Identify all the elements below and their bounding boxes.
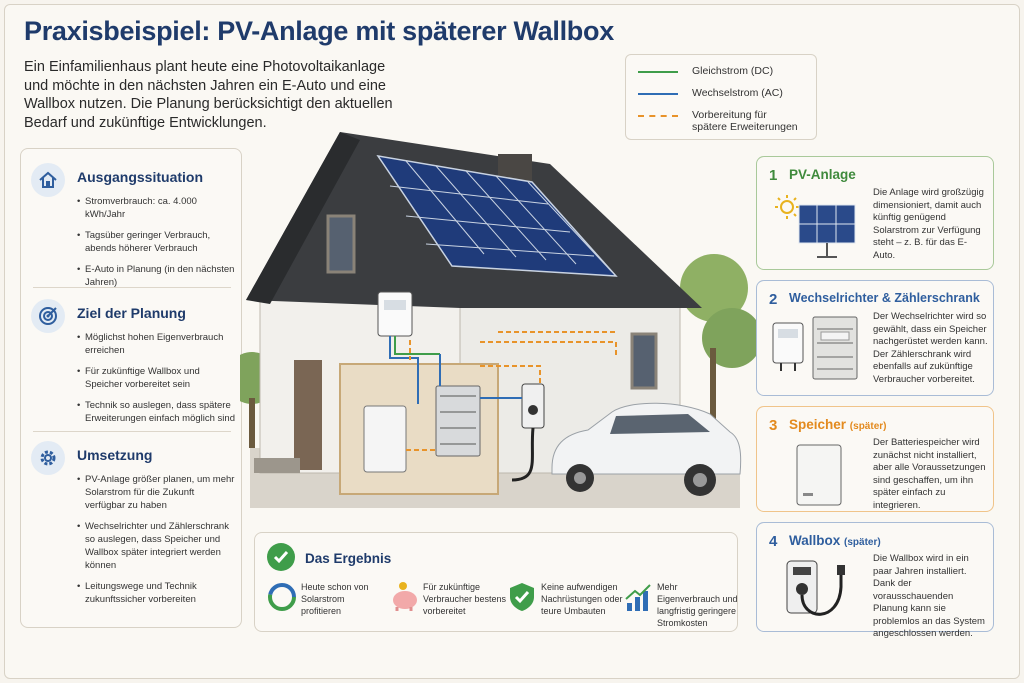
- card-speicher: 3 Speicher (später) Der Batteriespeicher…: [756, 406, 994, 512]
- bar-chart-icon: [623, 581, 653, 613]
- battery-storage: [363, 405, 407, 473]
- card-title: PV-Anlage: [789, 167, 856, 182]
- list-item: Leitungswege und Technik zukunftssicher …: [77, 580, 237, 606]
- door: [294, 360, 322, 470]
- prep-line-swatch: [638, 115, 678, 117]
- result-item: Keine aufwendigen Nachrüstungen oder teu…: [501, 577, 623, 625]
- result-item-text: Mehr Eigenverbrauch und langfristig geri…: [657, 582, 738, 628]
- result-item: Für zukünftige Verbraucher bestens vorbe…: [383, 577, 506, 625]
- legend-prep: Vorbereitung für spätere Erweiterungen: [638, 109, 802, 133]
- window-side: [630, 332, 658, 390]
- pie-icon: [267, 581, 297, 613]
- electric-car: [551, 402, 742, 496]
- legend-ac: Wechselstrom (AC): [638, 87, 783, 99]
- piggy-bank-icon: [389, 581, 419, 613]
- solar-panel-icon: [769, 191, 867, 261]
- intro-text: Ein Einfamilienhaus plant heute eine Pho…: [24, 59, 393, 131]
- inverter-cabinet-icon: [769, 315, 867, 385]
- legend-ac-label: Wechselstrom (AC): [692, 87, 783, 99]
- card-title-suffix: (später): [844, 537, 881, 548]
- wallbox: [511, 383, 545, 482]
- card-wechselrichter: 2 Wechselrichter & Zählerschrank Der Wec…: [756, 280, 994, 396]
- prep-cable: [406, 331, 617, 451]
- meter-cabinet: [435, 385, 481, 457]
- card-number: 4: [769, 533, 778, 550]
- section-list: Stromverbrauch: ca. 4.000 kWh/Jahr Tagsü…: [77, 195, 237, 297]
- card-title: Speicher (später): [789, 417, 886, 432]
- result-box: Das Ergebnis Heute schon von Solarstrom …: [254, 532, 738, 632]
- dc-cable: [394, 336, 440, 355]
- card-title: Wallbox (später): [789, 533, 881, 548]
- result-item-text: Für zukünftige Verbraucher bestens vorbe…: [423, 582, 507, 616]
- result-item: Mehr Eigenverbrauch und langfristig geri…: [617, 577, 738, 628]
- solar-panels: [376, 154, 618, 277]
- legend-dc-label: Gleichstrom (DC): [692, 65, 774, 77]
- legend: Gleichstrom (DC) Wechselstrom (AC) Vorbe…: [625, 54, 817, 140]
- card-title-suffix: (später): [849, 421, 887, 432]
- card-number: 3: [769, 417, 778, 434]
- house-scene: [226, 128, 762, 528]
- list-item: E-Auto in Planung (in den nächsten Jahre…: [77, 263, 237, 289]
- legend-prep-label: Vorbereitung für spätere Erweiterungen: [692, 109, 798, 133]
- left-panel: Ausgangssituation Stromverbrauch: ca. 4.…: [20, 148, 242, 628]
- list-item: Technik so auslegen, dass spätere Erweit…: [77, 399, 237, 425]
- ac-line-swatch: [638, 93, 678, 95]
- section-list: Möglichst hohen Eigenverbrauch erreichen…: [77, 331, 237, 433]
- inverter: [377, 291, 413, 337]
- list-item: Möglichst hohen Eigenverbrauch erreichen: [77, 331, 237, 357]
- battery-icon: [769, 441, 867, 511]
- list-item: Für zukünftige Wallbox und Speicher vorb…: [77, 365, 237, 391]
- gear-icon: [31, 441, 65, 475]
- section-title: Umsetzung: [77, 447, 153, 463]
- check-icon: [267, 543, 295, 571]
- card-description: Der Wechselrichter wird so gewählt, dass…: [873, 311, 988, 385]
- section-title: Ausgangssituation: [77, 169, 204, 185]
- result-item: Heute schon von Solarstrom profitieren: [261, 577, 381, 625]
- house-icon: [31, 163, 65, 197]
- divider: [33, 431, 231, 432]
- shield-check-icon: [507, 581, 537, 613]
- wallbox-icon: [769, 557, 867, 627]
- card-pv-anlage: 1 PV-Anlage Die Anlage wird großzügig di…: [756, 156, 994, 270]
- result-item-text: Keine aufwendigen Nachrüstungen oder teu…: [541, 582, 623, 616]
- legend-dc: Gleichstrom (DC): [638, 65, 773, 77]
- card-title: Wechselrichter & Zählerschrank: [789, 291, 980, 305]
- card-description: Der Batteriespeicher wird zunächst nicht…: [873, 437, 986, 511]
- section-list: PV-Anlage größer planen, um mehr Solarst…: [77, 473, 237, 614]
- divider: [33, 287, 231, 288]
- ac-cable: [389, 336, 522, 404]
- list-item: Stromverbrauch: ca. 4.000 kWh/Jahr: [77, 195, 237, 221]
- list-item: Wechselrichter und Zählerschrank so ausl…: [77, 520, 237, 572]
- card-title-text: Speicher: [789, 417, 847, 432]
- dc-line-swatch: [638, 71, 678, 73]
- tree-right: [680, 254, 762, 448]
- card-number: 1: [769, 167, 778, 184]
- result-item-text: Heute schon von Solarstrom profitieren: [301, 582, 369, 616]
- page-title: Praxisbeispiel: PV-Anlage mit späterer W…: [24, 16, 614, 46]
- card-description: Die Anlage wird großzügig dimensioniert,…: [873, 187, 984, 261]
- result-title: Das Ergebnis: [305, 551, 392, 566]
- target-icon: [31, 299, 65, 333]
- window-upper: [326, 214, 356, 274]
- card-number: 2: [769, 291, 778, 308]
- list-item: Tagsüber geringer Verbrauch, abends höhe…: [77, 229, 237, 255]
- list-item: PV-Anlage größer planen, um mehr Solarst…: [77, 473, 237, 512]
- card-title-text: Wallbox: [789, 533, 841, 548]
- card-description: Die Wallbox wird in ein paar Jahren inst…: [873, 553, 985, 639]
- section-title: Ziel der Planung: [77, 305, 186, 321]
- card-wallbox: 4 Wallbox (später) Die Wallbox wird in e…: [756, 522, 994, 639]
